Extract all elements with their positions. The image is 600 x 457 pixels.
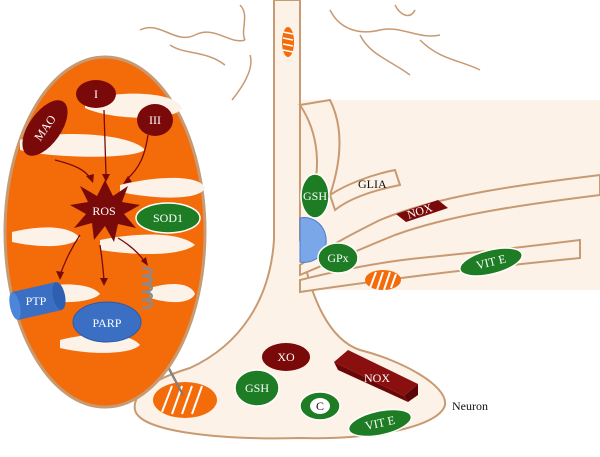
neuron-vit-e-label: VIT E: [364, 413, 396, 433]
c-label: C: [316, 399, 324, 413]
glia-gsh-node: GSH: [300, 173, 330, 219]
glia-label: GLIA: [358, 177, 387, 191]
dendrite-branches: [139, 4, 481, 101]
glia-gsh-label: GSH: [303, 189, 327, 203]
sod1-label: SOD1: [153, 211, 183, 225]
complex-iii-label: III: [149, 113, 161, 127]
gpx-node: GPx: [317, 242, 359, 274]
neuron-nox-node: NOX: [334, 350, 418, 402]
neuron-xo-label: XO: [277, 350, 295, 364]
neuron-xo-node: XO: [262, 343, 310, 371]
soma-mitochondrion: [153, 382, 217, 418]
complex-i-label: I: [94, 87, 98, 101]
neuron-outline: [133, 0, 447, 440]
glia-mitochondrion: [365, 270, 401, 291]
neuron-gsh-node: GSH: [234, 369, 280, 407]
neuron-nox-label: NOX: [364, 371, 390, 385]
mtdna-coil: [141, 266, 153, 310]
neuron-gsh-label: GSH: [245, 381, 269, 395]
parp-node: PARP: [72, 301, 142, 343]
complex-i-node: I: [76, 80, 116, 108]
gpx-label: GPx: [327, 251, 348, 265]
ros-node: ROS: [70, 180, 140, 242]
parp-label: PARP: [93, 316, 122, 330]
mao-node: MAO: [22, 100, 68, 156]
sod1-node: SOD1: [135, 202, 201, 234]
axon-mitochondrion: [282, 27, 294, 57]
c-node: C: [299, 391, 341, 421]
glia-vit-e-node: VIT E: [459, 247, 523, 277]
neuron-label: Neuron: [452, 399, 488, 413]
ptp-node: PTP: [9, 282, 66, 320]
ros-label: ROS: [92, 204, 115, 218]
arrow-heads: [56, 174, 148, 286]
complex-iii-node: III: [137, 104, 173, 136]
ptp-label: PTP: [26, 294, 47, 308]
neuron-vit-e-node: VIT E: [347, 408, 413, 438]
